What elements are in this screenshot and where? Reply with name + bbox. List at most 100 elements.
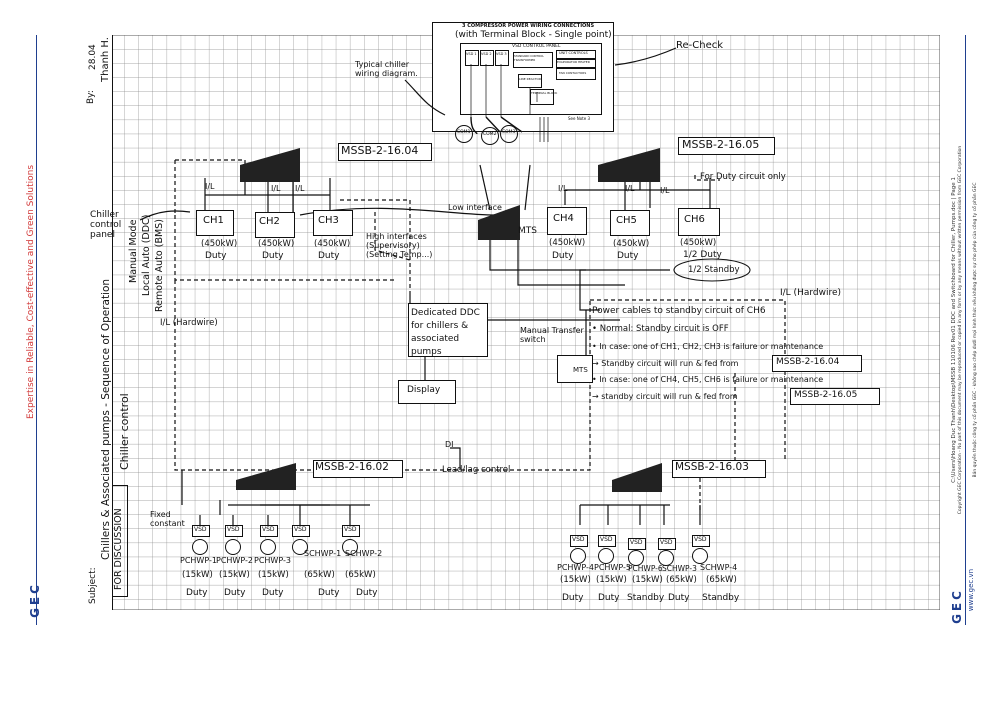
chiller-ch5 [610, 210, 650, 236]
duty-circuit-note: For Duty circuit only [700, 172, 786, 182]
pump-left-3-duty: Duty [262, 588, 284, 598]
chiller-ch1-duty: Duty [205, 251, 227, 261]
pump-left-3-vsd-label: VSD [262, 526, 275, 533]
note-3: → Standby circuit will run & fed from [592, 359, 739, 368]
pump-right-5-symbol [692, 548, 708, 564]
comp3-label: COM3 [502, 130, 516, 135]
vsd2-box [480, 50, 494, 66]
note-3-board: MSSB-2-16.04 [776, 357, 840, 367]
pump-left-3-vsd [260, 525, 278, 537]
mssb-02-box [313, 460, 403, 478]
pump-left-4-duty: Duty [318, 588, 340, 598]
pump-right-5-cap: (65kW) [706, 575, 737, 585]
pump-left-5-duty: Duty [356, 588, 378, 598]
il-marker-ch5: I/L [625, 184, 635, 193]
note-0: Power cables to standby circuit of CH6 [592, 306, 766, 316]
chiller-ch4-duty: Duty [552, 251, 574, 261]
form-column [82, 35, 113, 610]
control-transformer-label: STANDARD CONTROL TRANSFORMER [514, 54, 544, 62]
note-2: • In case: one of CH1, CH2, CH3 is failu… [592, 342, 824, 351]
pump-right-5-vsd-label: VSD [694, 536, 707, 543]
chiller-ch4 [547, 207, 587, 235]
pump-right-3-symbol [628, 550, 644, 566]
pump-left-5-name: SCHWP-2 [345, 549, 383, 558]
note-5: → standby circuit will run & fed from [592, 392, 738, 401]
pump-right-3-vsd [628, 538, 646, 550]
hardwire-left-label: I/L (Hardwire) [160, 318, 218, 328]
chiller-ch5-duty: Duty [617, 251, 639, 261]
pump-left-3-symbol [260, 539, 276, 555]
compressor-3 [500, 125, 518, 143]
il-marker-ch2: I/L [271, 184, 281, 193]
pump-right-2-duty: Duty [598, 593, 620, 603]
pump-left-5-vsd-label: VSD [344, 526, 357, 533]
pump-left-5-vsd [342, 525, 360, 537]
pump-right-4-duty: Duty [668, 593, 690, 603]
terminal-block-box [530, 89, 554, 105]
chiller-ch6-name: CH6 [684, 214, 705, 225]
mssb-05-label: MSSB-2-16.05 [682, 138, 760, 151]
line-reactor-box [518, 74, 542, 88]
hardwire-right-label: I/L (Hardwire) [780, 288, 842, 298]
il-marker-ch4: I/L [558, 184, 568, 193]
note-5-board-box [790, 388, 880, 405]
manual-transfer-label: Manual Transfer switch [520, 326, 584, 344]
mssb-04-label: MSSB-2-16.04 [341, 144, 419, 157]
vsd2-label: VSD 2 [481, 52, 492, 56]
chiller-ch6-duty: 1/2 Duty [683, 250, 722, 260]
chiller-ch6 [678, 208, 720, 236]
pump-right-1-vsd-label: VSD [572, 536, 585, 543]
fan-contactors-label: FAN CONTACTORS [559, 71, 587, 75]
wiring-title: 3 COMPRESSOR POWER WIRING CONNECTIONS [462, 23, 595, 29]
comp1-label: COM1 [457, 130, 471, 135]
chiller-ch6-cap: (450kW) [680, 238, 717, 248]
high-interface-label: High interfaces (Supervisory) (Setting T… [366, 232, 433, 259]
mssb-03-box [672, 460, 766, 478]
discussion-tag-box [112, 485, 128, 597]
wiring-subtitle: (with Terminal Block - Single point) [455, 30, 612, 40]
pump-left-4-cap: (65kW) [304, 570, 335, 580]
vsd3-box [495, 50, 509, 66]
vsd-panel-label: VSD CONTROL PANEL [512, 44, 561, 49]
chiller-ch4-cap: (450kW) [549, 238, 586, 248]
pump-right-1-name: PCHWP-4 [557, 563, 594, 572]
control-transformer-box [513, 52, 553, 68]
pump-right-4-name: SCHWP-3 [662, 564, 697, 573]
pump-right-4-cap: (65kW) [666, 575, 697, 585]
compressor-1 [455, 125, 473, 143]
chiller-ch1-cap: (450kW) [201, 239, 238, 249]
chiller-ch4-name: CH4 [553, 213, 574, 224]
mssb-05-box [678, 137, 775, 155]
pump-left-2-cap: (15kW) [219, 570, 250, 580]
vsd3-label: VSD 3 [496, 52, 507, 56]
pump-right-2-name: PCHWP-5 [594, 563, 631, 572]
pump-right-3-cap: (15kW) [632, 575, 663, 585]
chiller-ch1-name: CH1 [203, 215, 224, 226]
pump-right-1-symbol [570, 548, 586, 564]
pump-left-1-name: PCHWP-1 [180, 556, 217, 565]
chiller-ch1 [196, 210, 234, 236]
pump-left-1-cap: (15kW) [182, 570, 213, 580]
fixed-constant-label: Fixed constant [150, 510, 185, 528]
vsd-control-panel [460, 43, 602, 115]
lead-lag-label: Lead/lag control [442, 465, 511, 475]
il-marker-ch1: I/L [205, 182, 215, 191]
comp2-label: COM2 [483, 132, 497, 137]
il-marker-ch3: I/L [295, 184, 305, 193]
right-margin-rule [965, 35, 966, 625]
vsd1-box [465, 50, 479, 66]
terminal-block-label: TERMINAL BLOCK [531, 91, 558, 95]
display-box [398, 380, 456, 404]
di-label: DI [445, 440, 454, 449]
note-5-board: MSSB-2-16.05 [794, 390, 858, 400]
pump-right-2-vsd-label: VSD [600, 536, 613, 543]
wiring-note: See Note 3 [568, 116, 591, 121]
fan-contactors-box [556, 68, 596, 80]
mssb-02-label: MSSB-2-16.02 [315, 461, 389, 473]
pump-right-5-vsd [692, 535, 710, 547]
pump-left-2-vsd [225, 525, 243, 537]
pump-right-2-cap: (15kW) [596, 575, 627, 585]
pump-left-2-vsd-label: VSD [227, 526, 240, 533]
unit-controls-box [556, 50, 596, 59]
pump-left-1-vsd-label: VSD [194, 526, 207, 533]
